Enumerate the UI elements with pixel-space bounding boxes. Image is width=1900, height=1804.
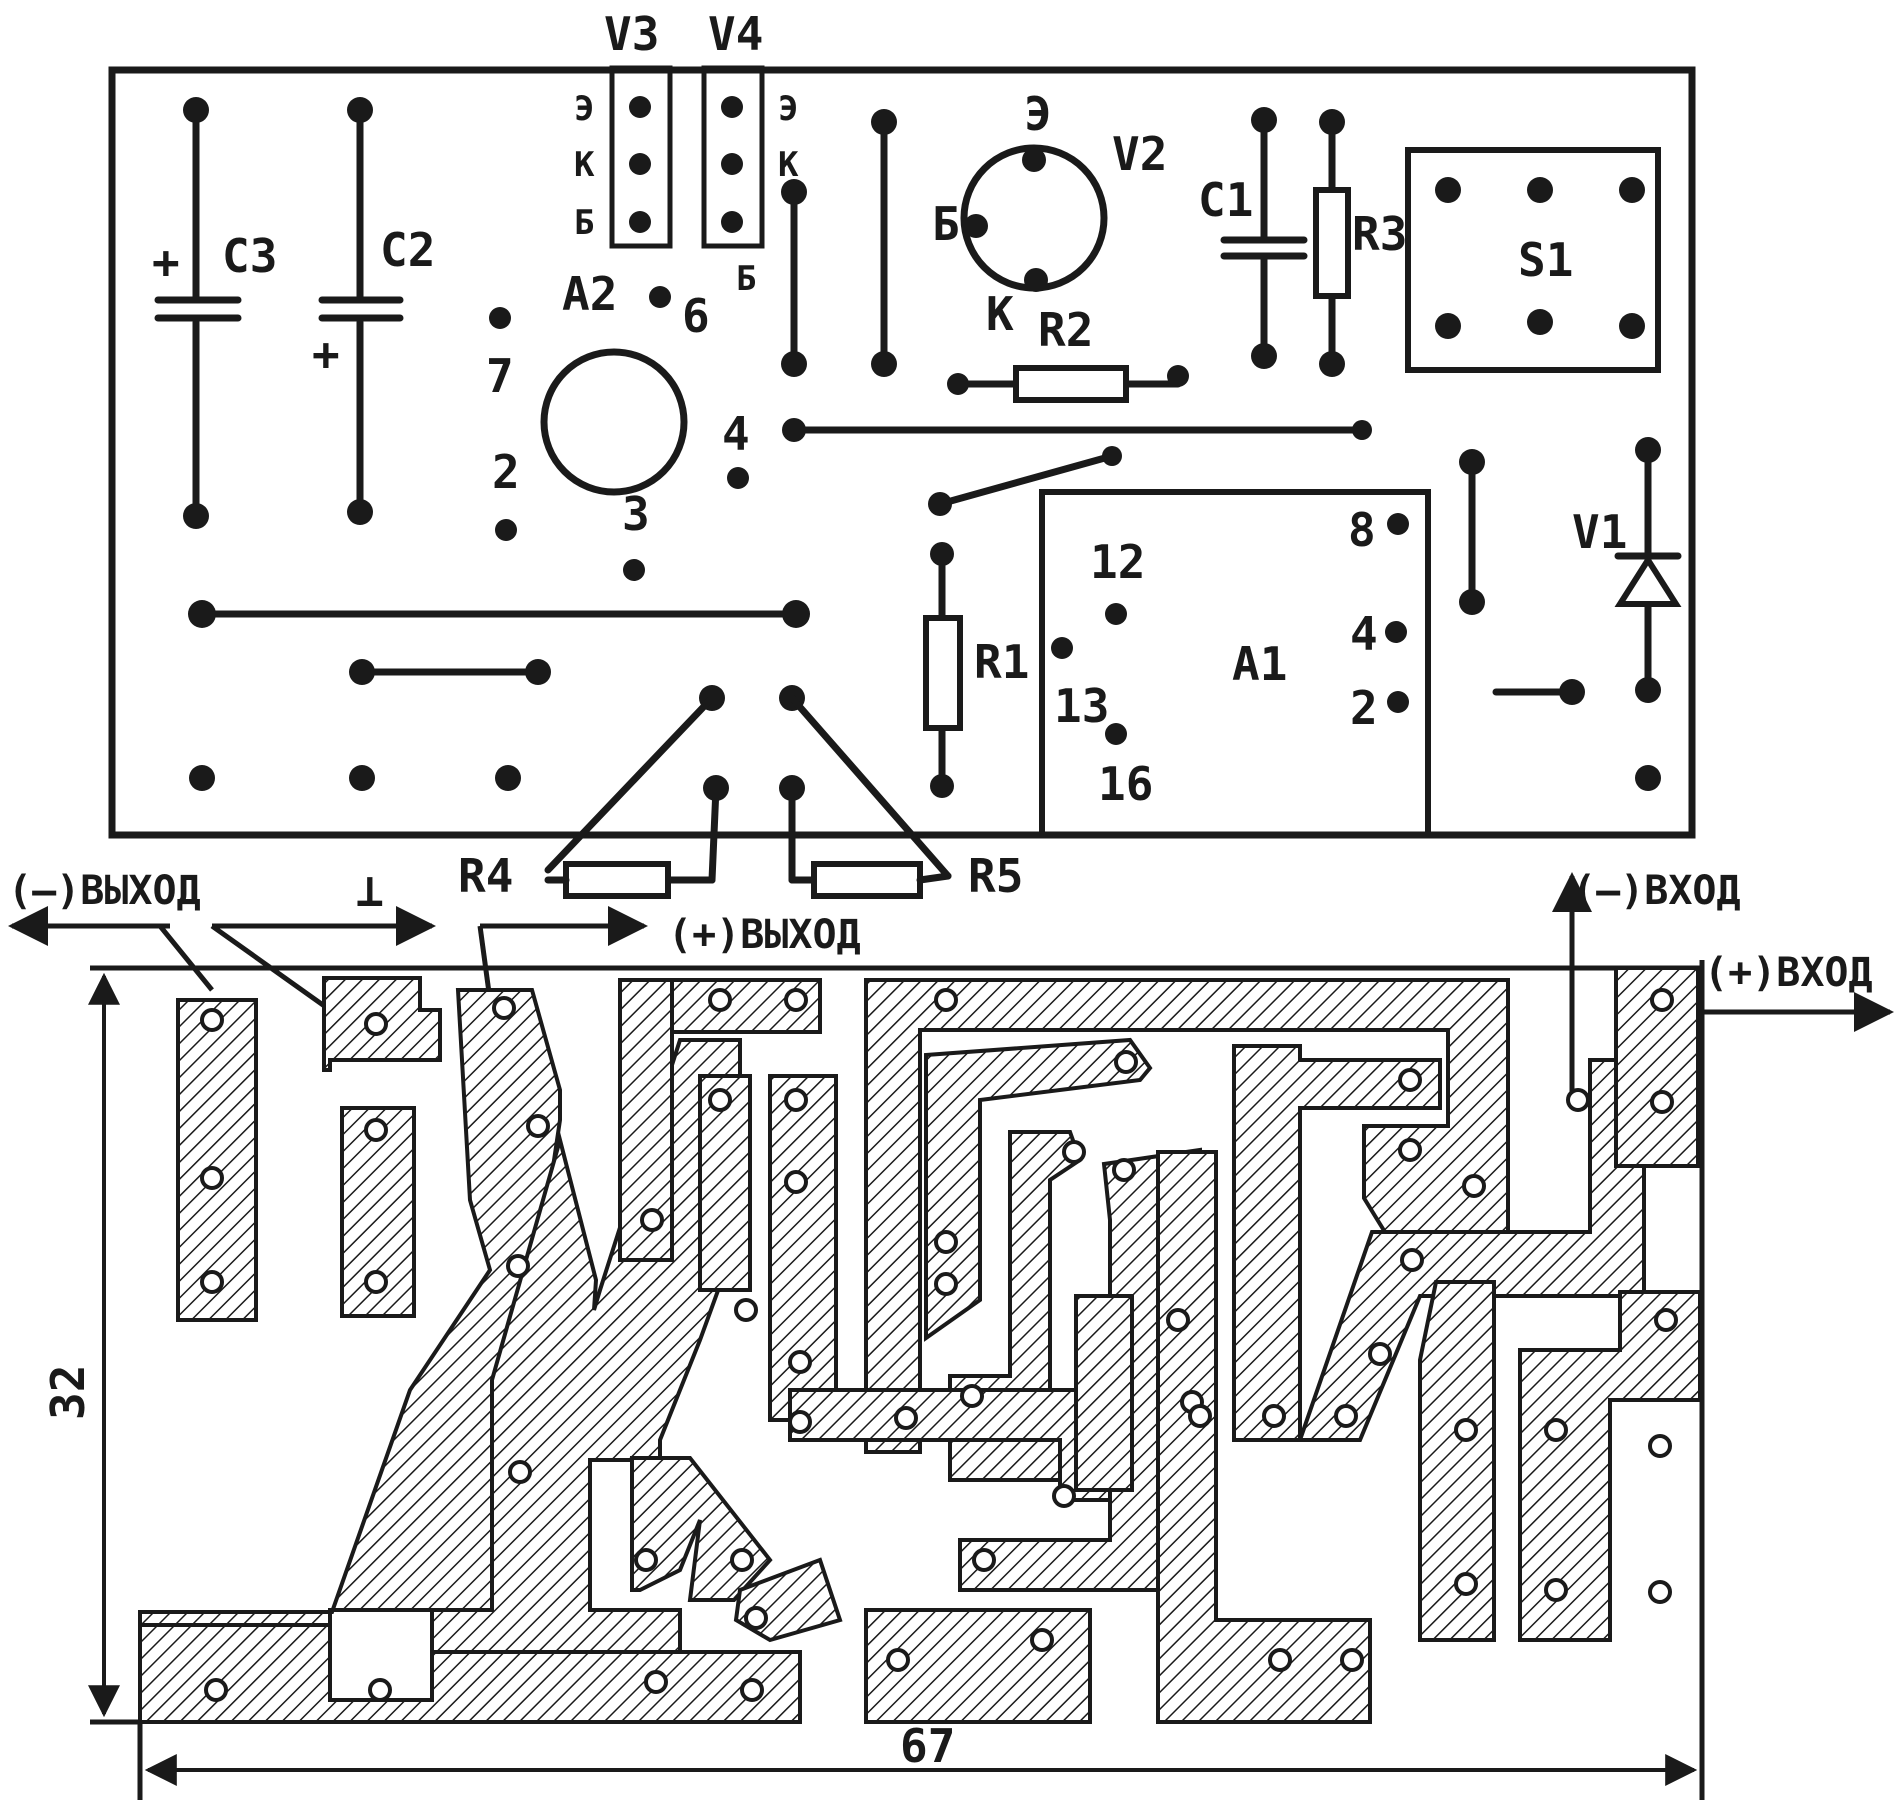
switch-s1: S1 (1405, 147, 1661, 373)
height-dimension: 32 (41, 1365, 95, 1420)
v1-label: V1 (1572, 505, 1627, 559)
svg-text:2: 2 (492, 445, 520, 499)
svg-text:3: 3 (622, 487, 650, 541)
svg-text:+: + (312, 327, 340, 381)
diode-v1: V1 (1492, 437, 1682, 791)
svg-text:12: 12 (1090, 535, 1145, 589)
svg-text:7: 7 (486, 349, 514, 403)
resistors-r4-r5: R4 R5 (458, 685, 1023, 903)
r5-label: R5 (968, 849, 1023, 903)
svg-text:4: 4 (1350, 607, 1378, 661)
svg-text:2: 2 (1350, 681, 1378, 735)
r4-label: R4 (458, 849, 513, 903)
svg-text:8: 8 (1348, 503, 1376, 557)
r2-label: R2 (1038, 303, 1093, 357)
output-plus-label: (+)ВЫХОД (668, 912, 861, 958)
svg-text:К: К (574, 145, 595, 185)
resistor-r1: R1 (923, 542, 1029, 798)
trace-side (132, 965, 1702, 1724)
c1-label: C1 (1198, 173, 1253, 227)
capacitor-c1: C1 (1198, 107, 1308, 369)
drill-holes (200, 988, 1678, 1702)
r3-label: R3 (1352, 207, 1407, 261)
resistor-r3: R3 (1313, 109, 1407, 377)
svg-text:13: 13 (1054, 679, 1109, 733)
c3-label: C3 (222, 229, 277, 283)
transistor-v3: V3 Э К Б (574, 7, 673, 249)
s1-label: S1 (1518, 233, 1573, 287)
svg-text:6: 6 (682, 289, 710, 343)
v4-label: V4 (708, 7, 763, 61)
transistor-v4: V4 Э К Б (701, 7, 799, 299)
component-side: V3 Э К Б V4 Э К Б + C3 (108, 7, 1696, 903)
svg-text:4: 4 (722, 407, 750, 461)
svg-text:Б: Б (932, 197, 960, 251)
svg-text:Б: Б (736, 259, 756, 299)
svg-text:К: К (986, 287, 1014, 341)
c2-label: C2 (380, 223, 435, 277)
width-dimension: 67 (900, 1719, 955, 1773)
resistor-r2: R2 (947, 303, 1189, 403)
capacitor-c3: + C3 (152, 97, 277, 529)
connection-labels: (–)ВЫХОД ⊥ (+)ВЫХОД (–)ВХОД (+)ВХОД (8, 863, 1894, 1092)
svg-text:16: 16 (1098, 757, 1153, 811)
v2-label: V2 (1112, 127, 1167, 181)
transistor-v2: Э Б К V2 (932, 87, 1167, 341)
svg-text:Э: Э (1024, 87, 1052, 141)
r1-label: R1 (974, 635, 1029, 689)
input-plus-label: (+)ВХОД (1704, 950, 1873, 996)
svg-text:Э: Э (778, 89, 798, 129)
chip-a1: A1 8 12 4 13 2 16 (1039, 489, 1431, 835)
a2-label: A2 (562, 267, 617, 321)
input-minus-label: (–)ВХОД (1572, 868, 1741, 914)
dimensions: 67 32 (41, 960, 1705, 1800)
ground-symbol: ⊥ (356, 863, 384, 917)
svg-text:Э: Э (574, 89, 594, 129)
svg-text:К: К (778, 145, 799, 185)
output-minus-label: (–)ВЫХОД (8, 868, 201, 914)
svg-text:Б: Б (574, 203, 594, 243)
chip-a2: A2 6 7 2 3 4 (486, 267, 750, 581)
svg-text:+: + (152, 235, 180, 289)
a1-label: A1 (1232, 637, 1287, 691)
capacitor-c2: + C2 (312, 97, 435, 525)
v3-label: V3 (604, 7, 659, 61)
